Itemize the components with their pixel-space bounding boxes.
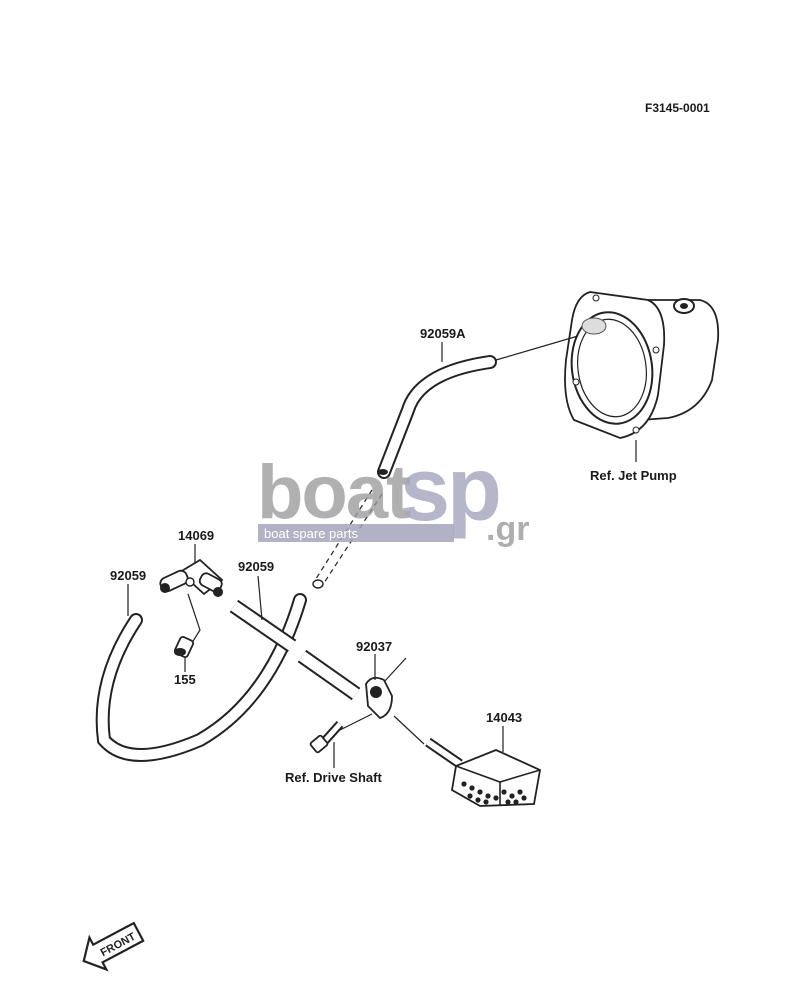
drive-shaft-bolt	[309, 713, 373, 754]
watermark-brand-right: sp	[400, 440, 499, 540]
diagram-code: F3145-0001	[645, 101, 710, 115]
hose-92059-left	[95, 593, 307, 762]
hose-92059a-leader	[495, 335, 579, 361]
hose-92059-mid	[229, 599, 361, 701]
watermark-brand-left: boat	[257, 450, 411, 535]
hose-left-label: 92059	[110, 568, 146, 583]
watermark-tagline: boat spare parts	[264, 526, 358, 541]
jet-pump-illustration	[564, 291, 720, 439]
fitting-14069	[159, 558, 224, 597]
jet-pump-ref-label: Ref. Jet Pump	[590, 468, 677, 483]
hose-92059a	[377, 355, 497, 479]
clamp-label: 92037	[356, 639, 392, 654]
front-arrow-icon: FRONT	[82, 921, 145, 972]
hose-92059a-label: 92059A	[420, 326, 466, 341]
bolt-label: 155	[174, 672, 196, 687]
watermark-suffix: .gr	[486, 510, 529, 548]
hose-mid-leader	[257, 575, 263, 621]
hose-mid-label: 92059	[238, 559, 274, 574]
clamp-92037	[365, 657, 407, 720]
drive-shaft-ref-label: Ref. Drive Shaft	[285, 770, 382, 785]
bolt-155	[173, 593, 201, 659]
watermark: boat sp .gr boat spare parts	[257, 440, 529, 548]
filter-14043	[393, 715, 542, 807]
watermark-tagline-bar	[258, 524, 454, 542]
fitting-label: 14069	[178, 528, 214, 543]
filter-label: 14043	[486, 710, 522, 725]
